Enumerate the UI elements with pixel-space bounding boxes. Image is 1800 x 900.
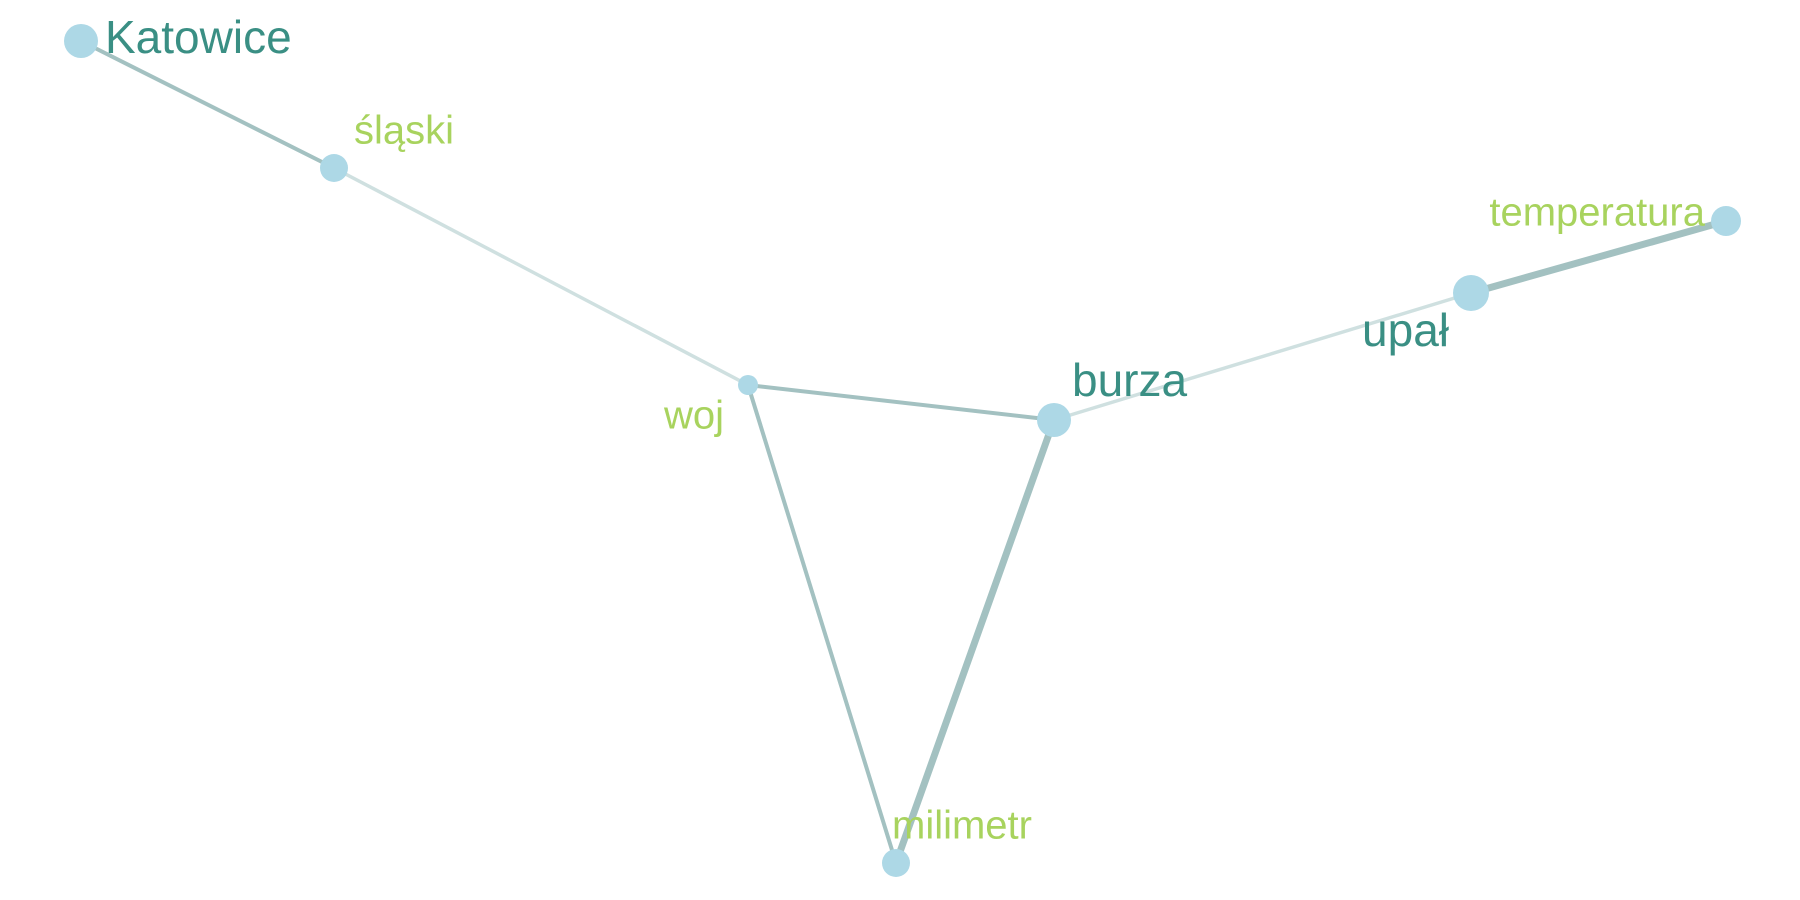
node-katowice	[64, 24, 98, 58]
node-label-temperatura: temperatura	[1489, 191, 1705, 235]
node-label-woj: woj	[663, 394, 724, 438]
edge-burza-upal	[1052, 291, 1473, 422]
node-label-upal: upał	[1362, 304, 1449, 356]
edge-slaski-woj	[332, 166, 750, 387]
edges-layer	[79, 39, 1730, 867]
labels-layer: Katowice śląski woj burza upał temperatura mil…	[105, 11, 1706, 847]
node-label-katowice: Katowice	[105, 11, 292, 63]
node-label-milimetr: milimetr	[892, 804, 1032, 848]
edge-burza-milimetr	[892, 416, 1058, 867]
edge-woj-burza	[746, 383, 1056, 422]
node-label-slaski: śląski	[354, 109, 454, 153]
node-woj	[738, 375, 758, 395]
node-milimetr	[882, 849, 910, 877]
edge-katowice-slaski	[79, 39, 336, 170]
edge-woj-milimetr	[746, 383, 898, 865]
node-label-burza: burza	[1072, 354, 1187, 406]
node-burza	[1037, 403, 1071, 437]
nodes-layer	[64, 24, 1741, 877]
edge-upal-temperatura	[1467, 217, 1730, 297]
node-slaski	[320, 154, 348, 182]
node-temperatura	[1711, 206, 1741, 236]
node-upal	[1453, 275, 1489, 311]
